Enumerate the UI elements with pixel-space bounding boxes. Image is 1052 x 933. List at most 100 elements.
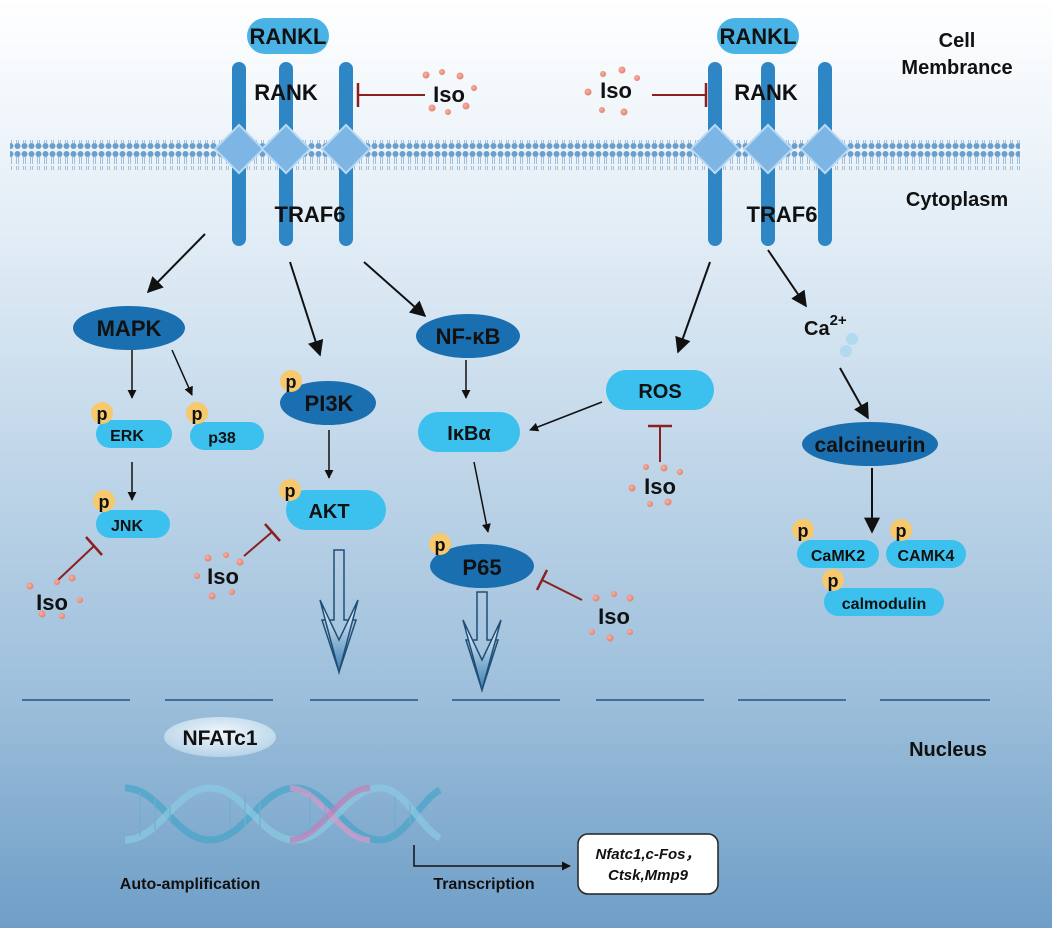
chevron-head	[319, 599, 359, 675]
right-traf6-label: TRAF6	[747, 202, 818, 227]
left-traf6-label: TRAF6	[275, 202, 346, 227]
camk4-phospho-badge	[890, 519, 912, 541]
ros-iso-label: Iso	[644, 474, 676, 499]
jnk-phospho-label: p	[99, 492, 110, 512]
ros-iso: Iso	[628, 424, 683, 507]
right-receptor-iso: Iso	[584, 66, 708, 116]
camk4-phospho-label: p	[896, 521, 907, 541]
erk-label: ERK	[110, 428, 144, 445]
pi3k-phospho-label: p	[286, 372, 297, 392]
iso-dot	[611, 591, 617, 597]
right-rankl-label: RANKL	[720, 24, 797, 49]
ca-superscript: 2+	[830, 312, 847, 329]
iso-dot	[664, 498, 672, 506]
arrow-ikba-p65	[473, 461, 491, 533]
iso-dot	[599, 107, 605, 113]
ikba-label: IκBα	[447, 423, 491, 445]
iso-dot	[627, 629, 633, 635]
arrow-ros-ikba	[529, 401, 603, 432]
iso-dot	[456, 72, 464, 80]
iso-dot	[26, 582, 34, 590]
calcineurin-label: calcineurin	[815, 434, 926, 457]
dna-strand-highlight	[289, 785, 371, 843]
membrane-label-line2: Membrance	[901, 57, 1012, 79]
chevron-outline	[464, 591, 500, 693]
inhibition-bar	[535, 569, 549, 591]
iso-dot	[618, 66, 626, 74]
arrow-traf6-ros	[675, 261, 711, 354]
arrow-traf6-pi3k	[289, 261, 324, 357]
ca-bubble	[846, 333, 858, 345]
p65-node	[430, 544, 534, 588]
p38-label: p38	[208, 430, 236, 447]
p65-iso: Iso	[535, 569, 634, 642]
iso-dot	[584, 88, 592, 96]
mapk-label: MAPK	[97, 316, 162, 341]
right-rank-label: RANK	[734, 80, 798, 105]
camk2-node	[797, 540, 879, 568]
lipid-bilayer	[10, 140, 1020, 170]
p65-label: P65	[462, 555, 501, 580]
nfkb-node	[416, 314, 520, 358]
calmodulin-phospho-badge	[822, 569, 844, 591]
transcription-label: Transcription	[433, 876, 534, 893]
right-rankl-shape	[717, 18, 799, 54]
left-receptor-domain-2	[260, 123, 312, 175]
left-rankl-label: RANKL	[250, 24, 327, 49]
iso-dot	[236, 558, 244, 566]
jnk-iso: Iso	[26, 536, 103, 619]
ca-symbol: Ca	[804, 318, 830, 340]
right-receptor-domain-1	[689, 123, 741, 175]
mapk-node	[73, 306, 185, 350]
target-genes-box	[577, 833, 719, 895]
akt-iso: Iso	[194, 523, 281, 600]
membrane-label-line1: Cell	[939, 30, 976, 52]
akt-phospho-badge	[279, 479, 301, 501]
akt-label: AKT	[308, 501, 349, 523]
camk4-label: CAMK4	[898, 548, 955, 565]
nfkb-label: NF-κB	[436, 324, 501, 349]
right-receptor-domain-3	[799, 123, 851, 175]
right-receptor-domain-2	[742, 123, 794, 175]
camk2-label: CaMK2	[811, 548, 865, 565]
p38-phospho-badge	[186, 402, 208, 424]
ikba-node	[418, 412, 520, 452]
pi3k-phospho-badge	[280, 370, 302, 392]
left-receptor-complex: RANKL RANK TRAF6	[213, 18, 372, 246]
akt-node	[286, 490, 386, 530]
iso-dot	[68, 574, 76, 582]
transcription-arrow	[413, 845, 571, 871]
jnk-phospho-badge	[93, 490, 115, 512]
arrow-traf6-ca	[767, 249, 807, 308]
iso-dot	[208, 592, 216, 600]
akt-phospho-label: p	[285, 481, 296, 501]
pi3k-label: PI3K	[305, 391, 354, 416]
p38-node	[190, 422, 264, 450]
iso-dot	[600, 71, 606, 77]
arrow-traf6-nfkb	[363, 261, 427, 318]
iso-dot	[445, 109, 451, 115]
arrow-ca-calcineurin	[839, 367, 869, 420]
auto-amplification-label: Auto-amplification	[120, 876, 260, 893]
right-receptor-complex: RANKL RANK TRAF6	[689, 18, 851, 246]
calmodulin-node	[824, 588, 944, 616]
ros-node	[606, 370, 714, 410]
jnk-node	[96, 510, 170, 538]
camk2-phospho-badge	[792, 519, 814, 541]
erk-phospho-badge	[91, 402, 113, 424]
p65-phospho-label: p	[435, 535, 446, 555]
erk-phospho-label: p	[97, 404, 108, 424]
arrow-traf6-mapk	[146, 233, 206, 294]
calmodulin-phospho-label: p	[828, 571, 839, 591]
arrow-mapk-p38	[171, 349, 193, 396]
iso-dot	[626, 594, 634, 602]
calmodulin-label: calmodulin	[842, 596, 926, 613]
iso-dot	[59, 613, 65, 619]
inhibition-line	[541, 579, 583, 601]
iso-dot	[229, 589, 235, 595]
left-receptor-iso: Iso	[356, 69, 477, 115]
akt-nuclear-arrow	[319, 549, 359, 675]
inhibition-line	[243, 531, 273, 557]
